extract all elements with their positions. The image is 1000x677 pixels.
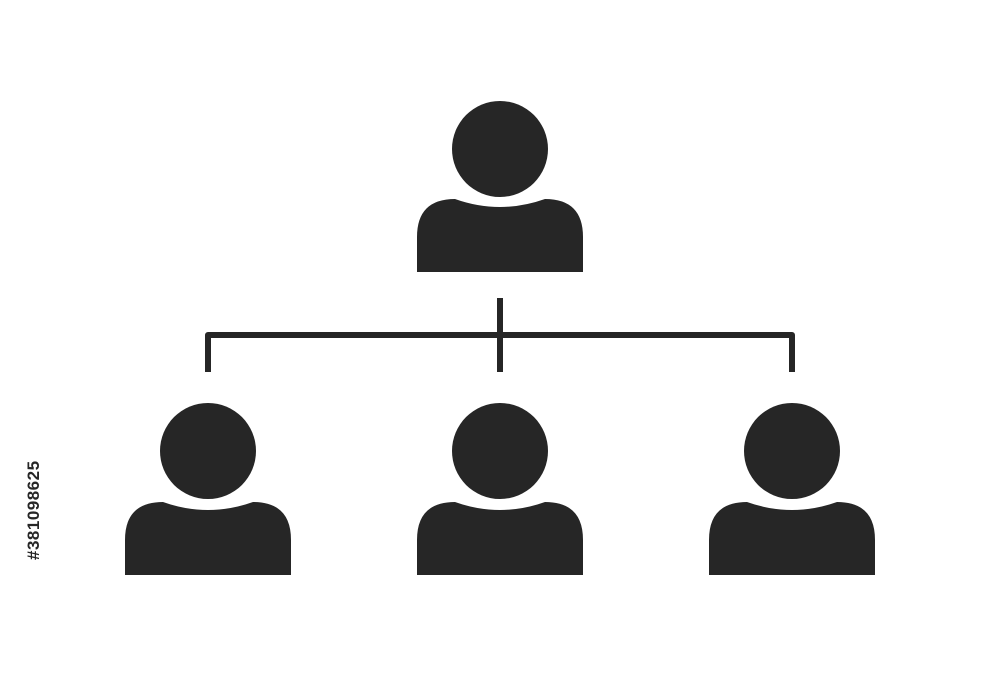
child-person-icon-2 <box>417 403 583 575</box>
child-person-head-1 <box>160 403 256 499</box>
child-person-body-3 <box>709 502 875 575</box>
child-person-body-1 <box>125 502 291 575</box>
child-person-icon-1 <box>125 403 291 575</box>
connector-lines <box>205 298 795 372</box>
child-person-icon-3 <box>709 403 875 575</box>
root-person-icon <box>417 101 583 272</box>
root-person-head <box>452 101 548 197</box>
child-person-head-2 <box>452 403 548 499</box>
root-person-body <box>417 199 583 272</box>
child-person-head-3 <box>744 403 840 499</box>
stock-id-watermark: #381098625 <box>24 460 43 560</box>
child-person-body-2 <box>417 502 583 575</box>
